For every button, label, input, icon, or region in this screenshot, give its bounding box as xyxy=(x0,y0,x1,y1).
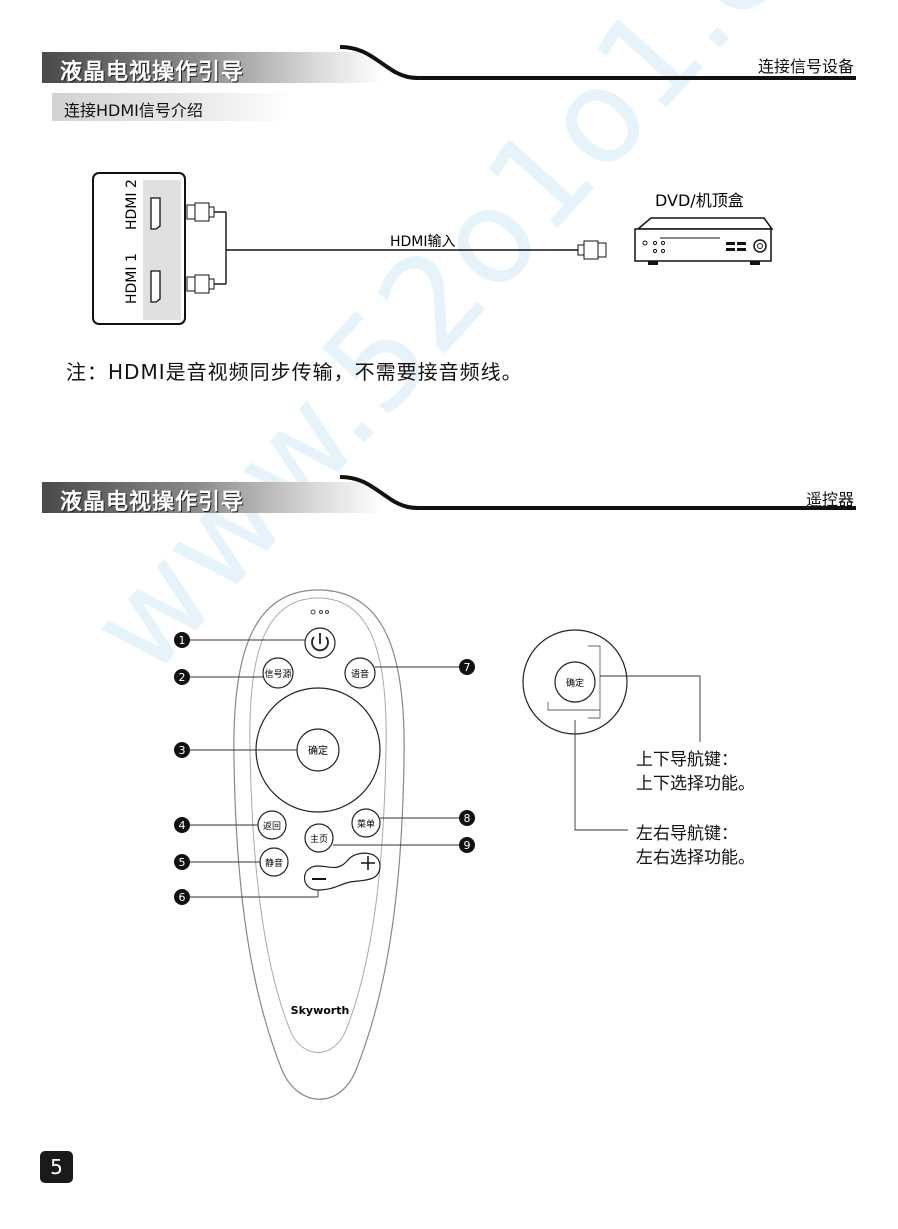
hdmi2-port-icon xyxy=(150,197,161,230)
nav-detail-ok xyxy=(554,661,596,703)
dvd-plug-icon xyxy=(577,240,607,260)
svg-text:4: 4 xyxy=(179,819,186,832)
section2-header-rule xyxy=(339,475,856,510)
svg-text:2: 2 xyxy=(179,671,186,684)
device-label: DVD/机顶盒 xyxy=(655,191,744,210)
hdmi1-port-icon xyxy=(150,270,161,303)
power-icon xyxy=(311,636,329,652)
svg-text:9: 9 xyxy=(464,839,471,852)
indicator-dot xyxy=(319,610,323,614)
nav-updown-title: 上下导航键： xyxy=(636,750,738,770)
indicator-dot xyxy=(310,609,316,615)
section2-title-band: 液晶电视操作引导 xyxy=(42,482,382,515)
nav-detail-ok-label: 确定 xyxy=(566,677,584,689)
cable-label: HDMI输入 xyxy=(390,234,456,250)
hdmi2-plug-icon xyxy=(186,202,226,222)
svg-text:3: 3 xyxy=(179,744,186,757)
source-button-label: 信号源 xyxy=(264,668,291,680)
back-button-label: 返回 xyxy=(263,820,281,832)
nav-leftright-desc: 左右选择功能。 xyxy=(636,848,755,868)
nav-leftright-text: 左右导航键： 左右选择功能。 xyxy=(636,822,755,870)
callout-badge: 3 xyxy=(174,742,190,758)
nav-updown-desc: 上下选择功能。 xyxy=(636,774,755,794)
source-button xyxy=(262,657,294,689)
hdmi2-port-label: HDMI 2 xyxy=(124,179,140,230)
svg-text:1: 1 xyxy=(179,634,186,647)
nav-leftright-title: 左右导航键： xyxy=(636,824,738,844)
menu-button xyxy=(351,808,381,838)
section1-header-rule xyxy=(339,45,856,80)
callout-badge: 7 xyxy=(459,659,475,675)
callout-badge: 2 xyxy=(174,669,190,685)
indicator-dot xyxy=(325,610,329,614)
callout-badge: 6 xyxy=(174,889,190,905)
svg-text:7: 7 xyxy=(464,661,471,674)
section1-title: 液晶电视操作引导 xyxy=(60,59,245,85)
hdmi-connection-diagram: HDMI 2 HDMI 1 HDMI输入 xyxy=(92,172,774,325)
voice-button xyxy=(344,657,376,689)
section1-subheading-text: 连接HDMI信号介绍 xyxy=(64,101,203,120)
dvd-player-icon xyxy=(634,217,774,265)
svg-text:8: 8 xyxy=(464,812,471,825)
hdmi1-plug-icon xyxy=(186,274,226,294)
remote-brand: Skyworth xyxy=(291,1004,350,1017)
section1-title-band: 液晶电视操作引导 xyxy=(42,52,382,85)
menu-button-label: 菜单 xyxy=(357,818,375,830)
remote-inner-outline xyxy=(249,597,387,1053)
section2-title: 液晶电视操作引导 xyxy=(60,489,245,515)
home-button xyxy=(304,823,334,853)
mute-button-label: 静音 xyxy=(265,857,283,869)
hdmi1-port-label: HDMI 1 xyxy=(124,253,140,304)
callout-badge: 5 xyxy=(174,854,190,870)
callout-badge: 4 xyxy=(174,817,190,833)
nav-updown-text: 上下导航键： 上下选择功能。 xyxy=(636,748,755,796)
callout-badge: 1 xyxy=(174,632,190,648)
section1-subheading: 连接HDMI信号介绍 xyxy=(52,93,292,121)
section1-label: 连接信号设备 xyxy=(757,57,854,76)
callout-badge: 9 xyxy=(459,837,475,853)
svg-text:5: 5 xyxy=(179,856,186,869)
page-number: 5 xyxy=(40,1151,73,1183)
svg-text:6: 6 xyxy=(179,891,186,904)
callout-badge: 8 xyxy=(459,810,475,826)
section2-label: 遥控器 xyxy=(805,490,854,509)
home-button-label: 主页 xyxy=(310,833,328,845)
ok-button-label: 确定 xyxy=(308,744,328,757)
hdmi-note: 注：HDMI是音视频同步传输，不需要接音频线。 xyxy=(66,360,523,384)
voice-button-label: 语音 xyxy=(351,668,369,680)
remote-control-diagram: 信号源 语音 确定 返回 菜单 主页 静音 Skyworth 1 2 3 xyxy=(174,589,701,1100)
tv-port-area xyxy=(143,180,181,320)
